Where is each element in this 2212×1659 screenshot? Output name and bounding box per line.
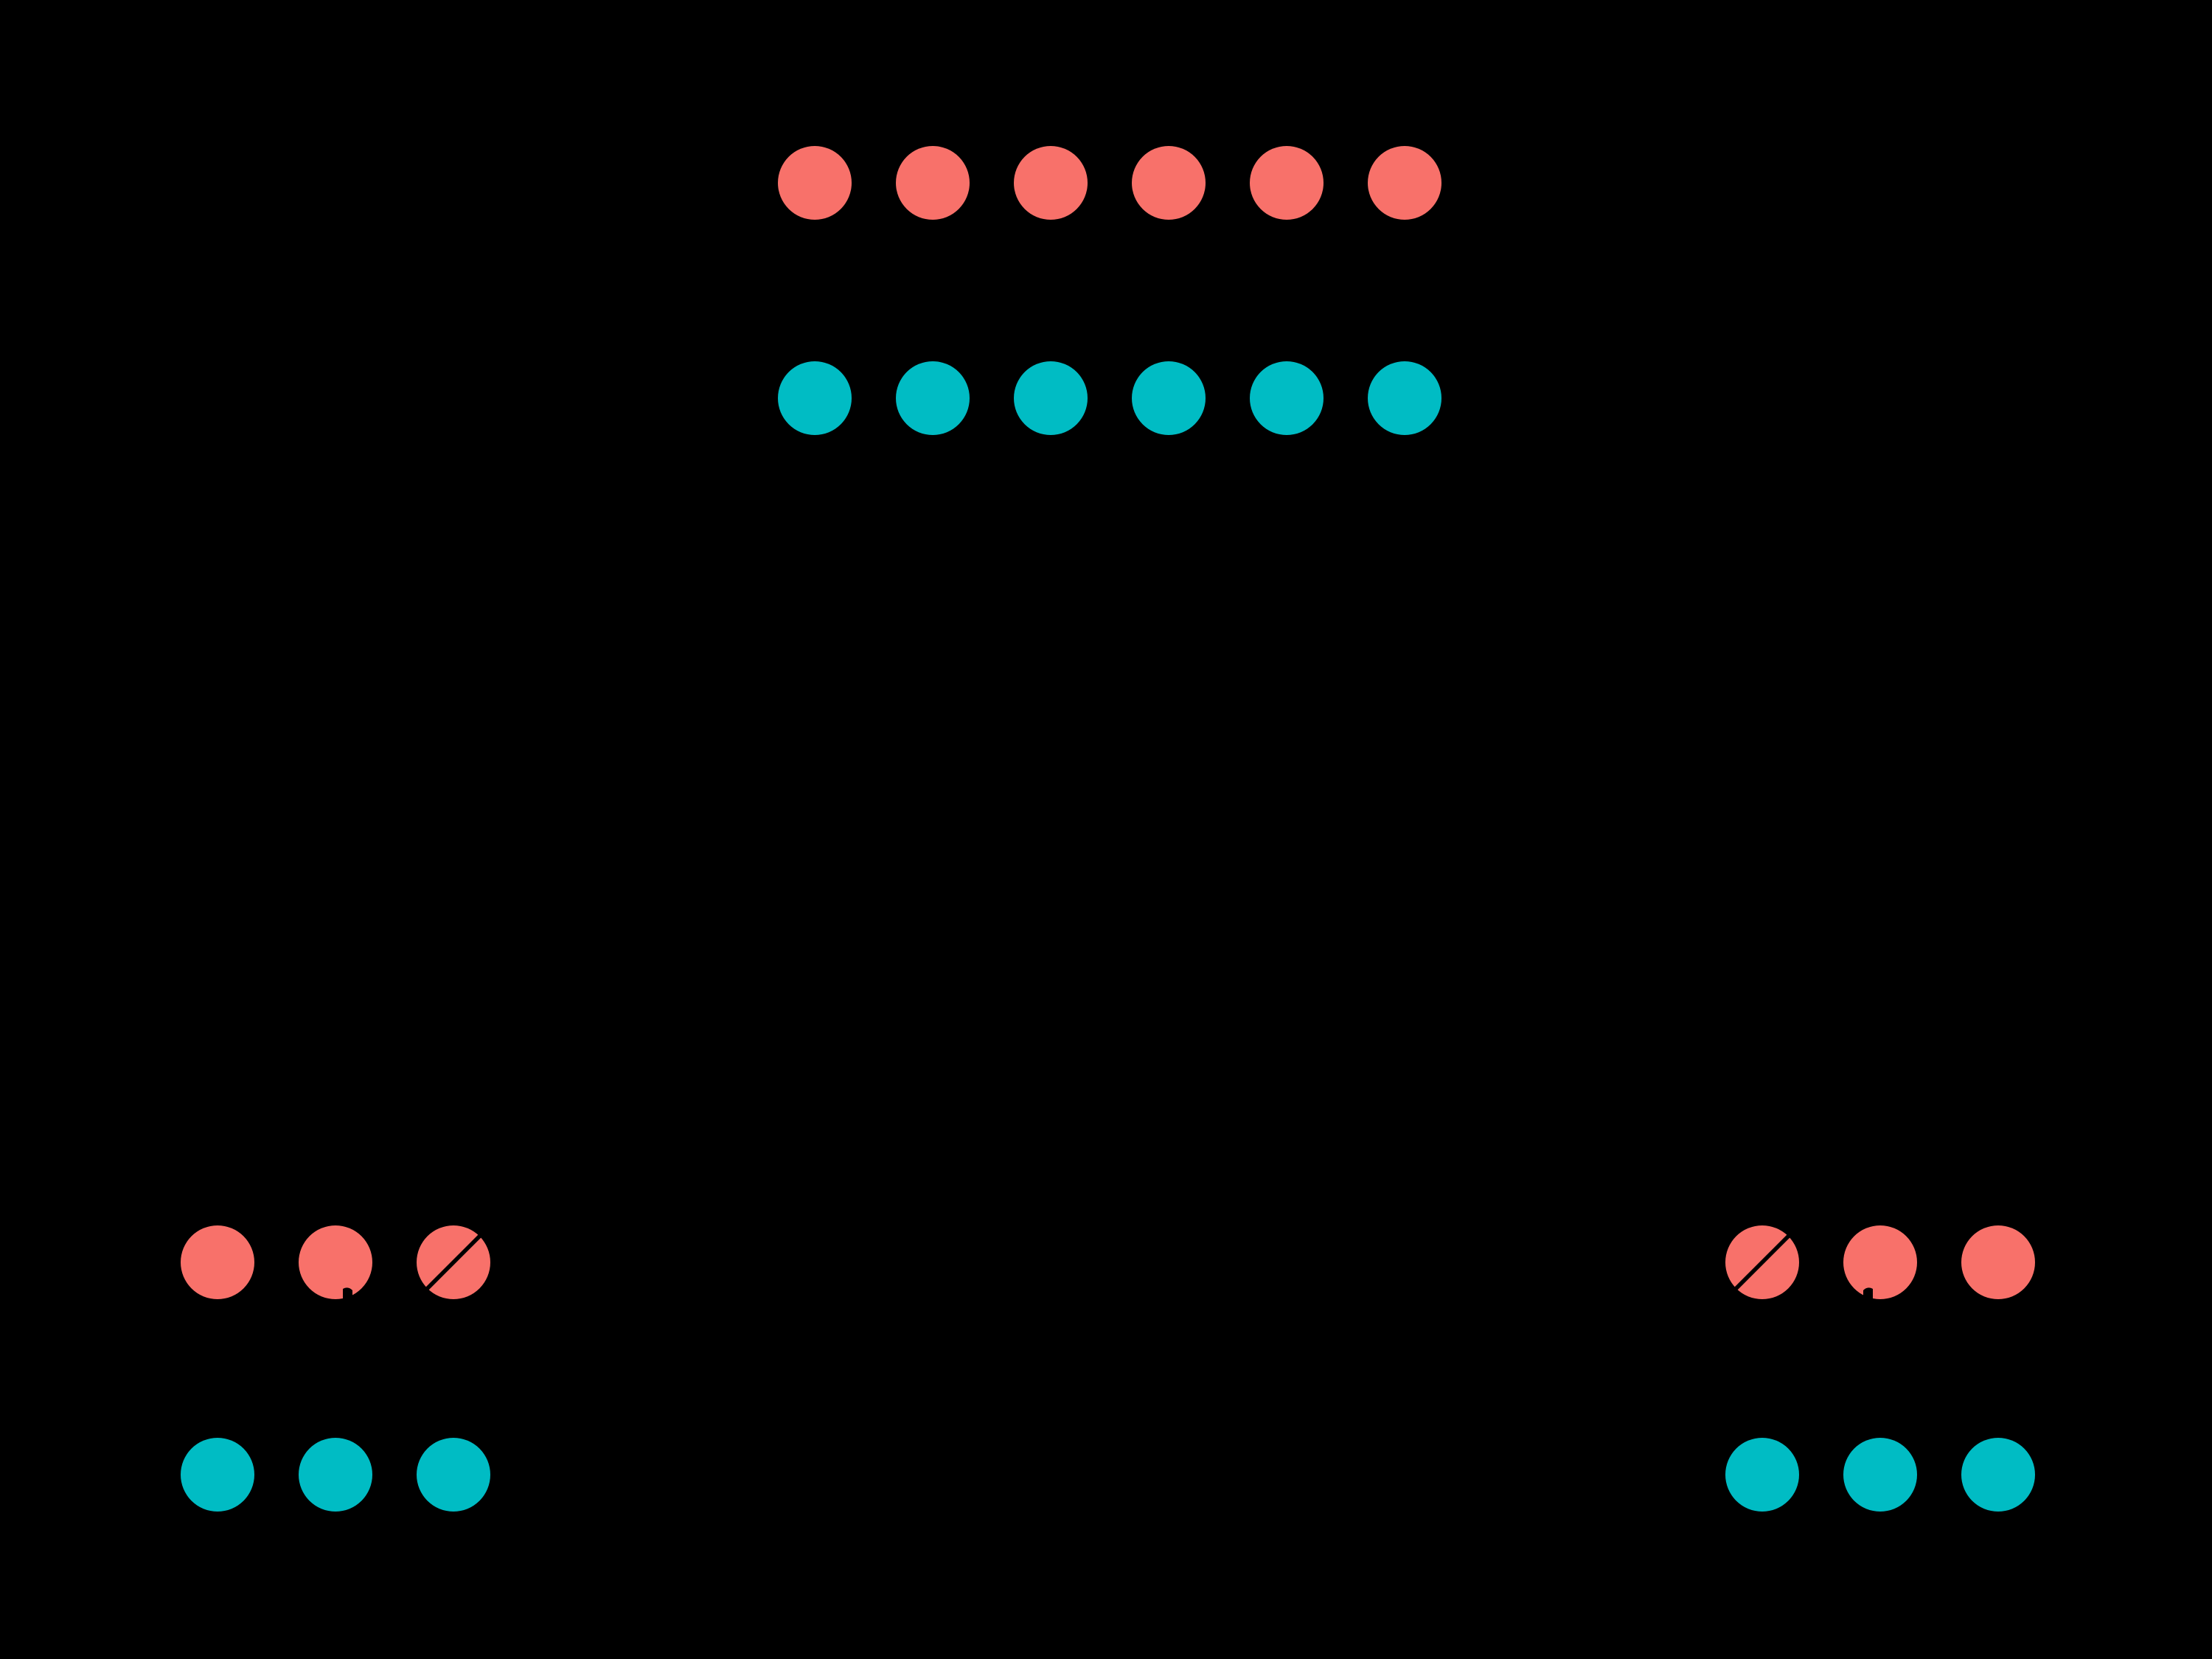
notched-circle-icon [1843, 1225, 1917, 1299]
plain-circle-icon [1014, 146, 1088, 220]
plain-circle-icon [1014, 361, 1088, 435]
plain-circle-icon [417, 1438, 490, 1512]
plain-circle-icon [1132, 361, 1206, 435]
top-center-group-salmon-row [778, 146, 1486, 220]
plain-circle-icon [1961, 1225, 2035, 1299]
plain-circle-icon [181, 1438, 254, 1512]
bottom-left-group-teal-row [181, 1438, 535, 1512]
plain-circle-icon [778, 146, 852, 220]
notched-circle-icon [299, 1225, 372, 1299]
plain-circle-icon [778, 361, 852, 435]
plain-circle-icon [299, 1438, 372, 1512]
plain-circle-icon [181, 1225, 254, 1299]
plain-circle-icon [1132, 146, 1206, 220]
bottom-left-group-salmon-row [181, 1225, 535, 1299]
bottom-right-group-salmon-row [1725, 1225, 2079, 1299]
plain-circle-icon [896, 361, 970, 435]
plain-circle-icon [1843, 1438, 1917, 1512]
plain-circle-icon [1368, 361, 1441, 435]
plain-circle-icon [1725, 1438, 1799, 1512]
slashed-circle-icon [417, 1225, 490, 1299]
plain-circle-icon [1368, 146, 1441, 220]
bottom-right-group-teal-row [1725, 1438, 2079, 1512]
plain-circle-icon [896, 146, 970, 220]
plain-circle-icon [1250, 146, 1324, 220]
slashed-circle-icon [1725, 1225, 1799, 1299]
plain-circle-icon [1961, 1438, 2035, 1512]
plain-circle-icon [1250, 361, 1324, 435]
top-center-group-teal-row [778, 361, 1486, 435]
